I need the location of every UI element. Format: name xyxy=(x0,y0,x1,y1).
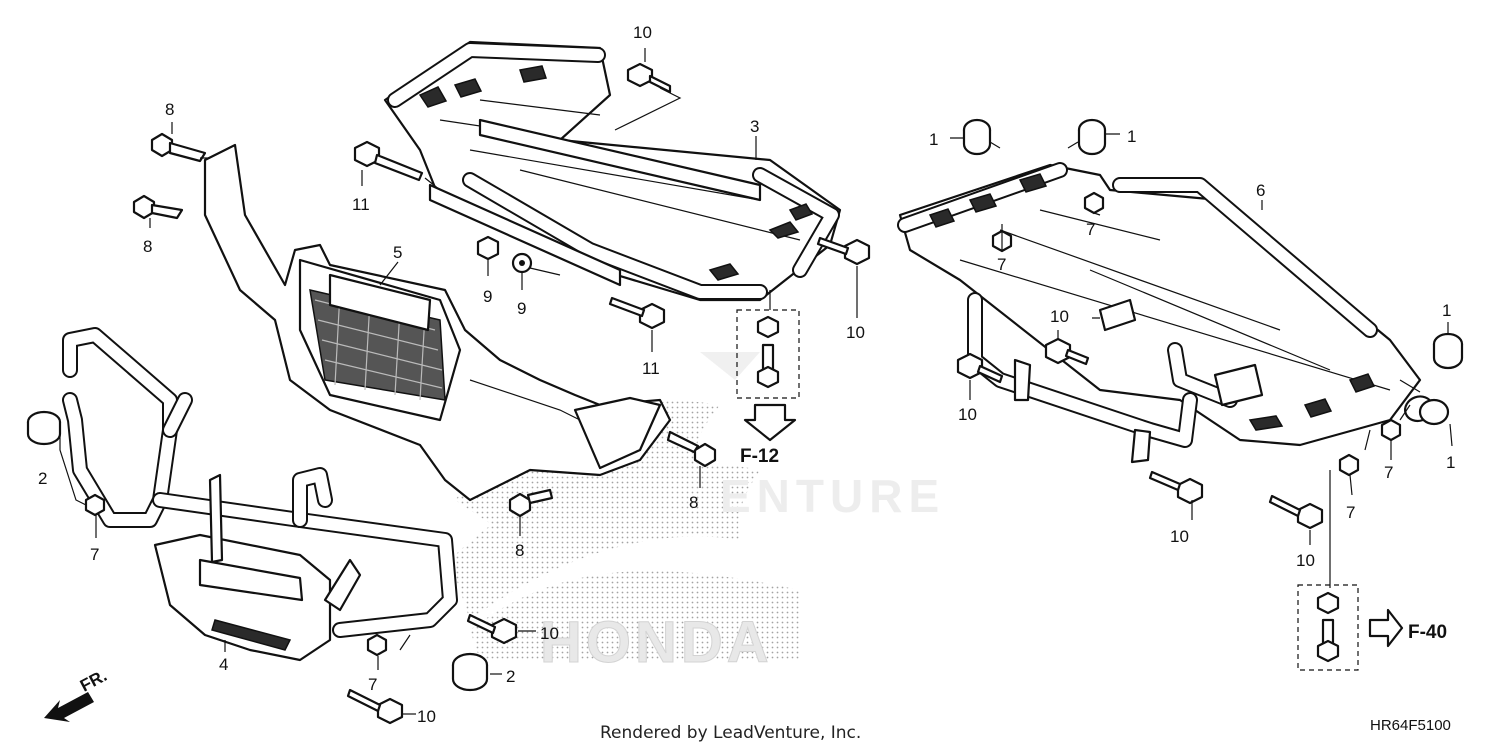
rear-carrier-part-6 xyxy=(897,162,1422,464)
callout-10[interactable]: 10 xyxy=(1050,307,1069,326)
front-grille-part-5 xyxy=(203,143,672,502)
reference-label-f40[interactable]: F-40 xyxy=(1408,622,1447,643)
callout-10[interactable]: 10 xyxy=(1296,551,1315,570)
callout-7[interactable]: 7 xyxy=(1346,503,1355,522)
watermark: HONDA ENTURE xyxy=(450,352,945,676)
callout-7[interactable]: 7 xyxy=(1384,463,1393,482)
callout-5[interactable]: 5 xyxy=(393,243,402,262)
callout-8[interactable]: 8 xyxy=(165,100,174,119)
callout-1[interactable]: 1 xyxy=(1442,301,1451,320)
callout-10[interactable]: 10 xyxy=(540,624,559,643)
callout-10[interactable]: 10 xyxy=(958,405,977,424)
subassembly-box-f12 xyxy=(736,309,800,399)
callout-2[interactable]: 2 xyxy=(506,667,515,686)
callout-11[interactable]: 11 xyxy=(352,195,370,214)
reference-f12[interactable]: F-12 xyxy=(740,403,797,467)
callout-1[interactable]: 1 xyxy=(929,130,938,149)
callout-10[interactable]: 10 xyxy=(633,23,652,42)
callout-1[interactable]: 1 xyxy=(1446,453,1455,472)
callout-8[interactable]: 8 xyxy=(143,237,152,256)
callout-8[interactable]: 8 xyxy=(515,541,524,560)
callout-6[interactable]: 6 xyxy=(1256,181,1265,200)
callout-11[interactable]: 11 xyxy=(642,359,660,378)
callout-10[interactable]: 10 xyxy=(1170,527,1189,546)
callout-1[interactable]: 1 xyxy=(1127,127,1136,146)
reference-arrow-down xyxy=(743,403,797,442)
callout-3[interactable]: 3 xyxy=(750,117,759,136)
callout-9[interactable]: 9 xyxy=(483,287,492,306)
footer-credit: Rendered by LeadVenture, Inc. xyxy=(600,723,861,743)
callout-8[interactable]: 8 xyxy=(689,493,698,512)
front-carrier-part-3 xyxy=(383,40,842,302)
leader-lines xyxy=(59,48,1453,715)
callout-10[interactable]: 10 xyxy=(417,707,436,726)
watermark-venture: ENTURE xyxy=(720,470,945,522)
callout-7[interactable]: 7 xyxy=(1086,220,1095,239)
watermark-honda: HONDA xyxy=(540,610,773,675)
callout-labels: 10 8 8 11 3 5 9 9 10 11 2 7 8 8 10 4 7 2… xyxy=(38,23,1455,726)
callout-7[interactable]: 7 xyxy=(368,675,377,694)
arrow-icon xyxy=(44,692,94,722)
direction-label: FR. xyxy=(77,666,110,696)
front-direction-indicator: FR. xyxy=(44,666,110,722)
diagram-code: HR64F5100 xyxy=(1370,717,1451,734)
callout-10[interactable]: 10 xyxy=(846,323,865,342)
reference-label-f12[interactable]: F-12 xyxy=(740,446,779,467)
front-bumper-part-4 xyxy=(62,327,458,662)
callout-2[interactable]: 2 xyxy=(38,469,47,488)
fasteners xyxy=(26,62,1464,725)
reference-arrow-right xyxy=(1368,608,1404,648)
callout-4[interactable]: 4 xyxy=(219,655,228,674)
reference-f40[interactable]: F-40 xyxy=(1368,608,1447,648)
callout-7[interactable]: 7 xyxy=(90,545,99,564)
subassembly-box-f40 xyxy=(1297,584,1359,671)
callout-9[interactable]: 9 xyxy=(517,299,526,318)
callout-7[interactable]: 7 xyxy=(997,255,1006,274)
